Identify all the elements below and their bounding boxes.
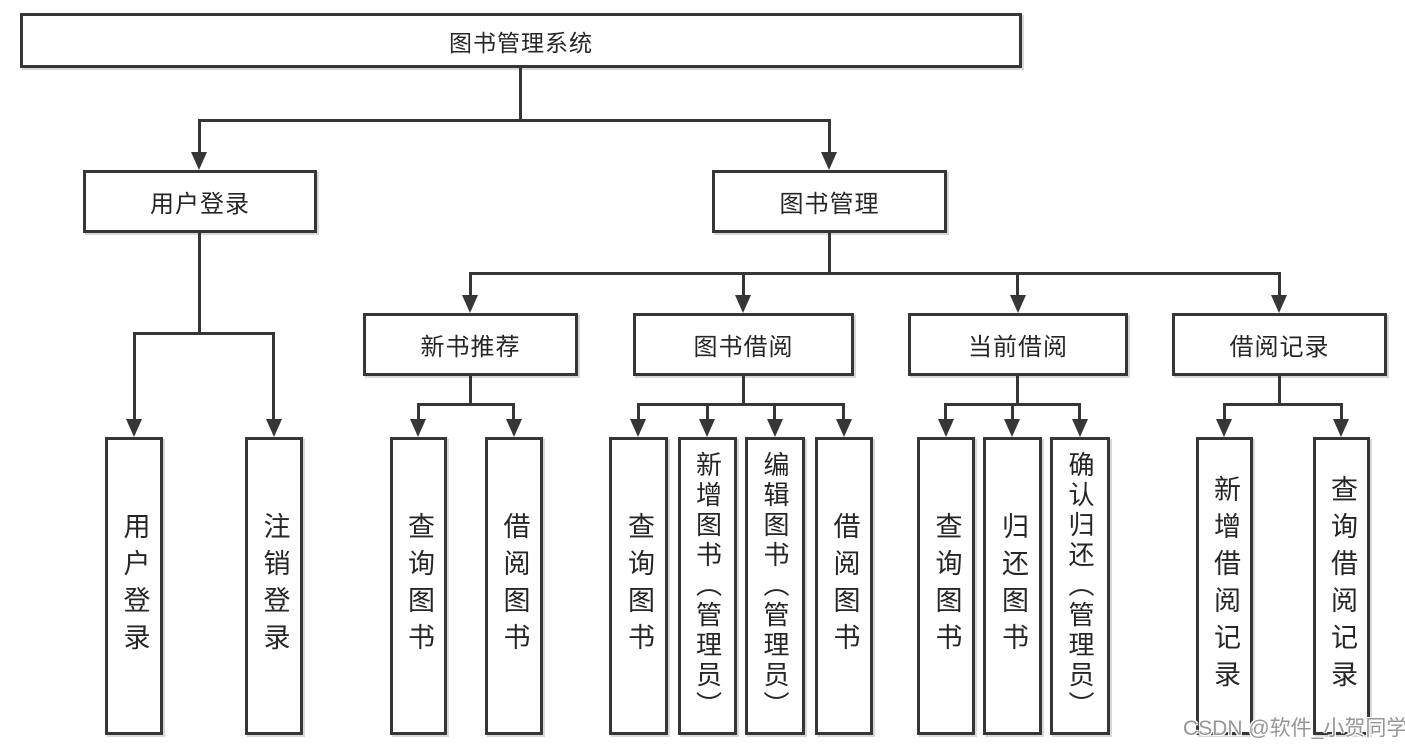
leaf-node-user-login: 用户登录 <box>105 437 163 735</box>
arrowhead-icon <box>1216 419 1232 437</box>
connector-line <box>417 403 515 406</box>
leaf-node-borrow-books-2: 借阅图书 <box>815 437 873 735</box>
csdn-watermark: CSDN @软件_小贺同学 <box>1183 717 1405 740</box>
connector-line <box>1278 376 1281 406</box>
group-node-current-borrowing: 当前借阅 <box>908 313 1128 376</box>
branch-node-book-management: 图书管理 <box>712 170 947 233</box>
arrowhead-icon <box>630 419 646 437</box>
arrowhead-icon <box>836 419 852 437</box>
arrowhead-icon <box>410 419 426 437</box>
arrowhead-icon <box>266 419 282 437</box>
connector-line <box>198 233 201 335</box>
connector-line <box>1011 403 1014 420</box>
connector-line <box>1016 376 1019 406</box>
connector-line <box>637 403 640 420</box>
connector-line <box>828 233 831 275</box>
leaf-node-confirm-return-admin: 确认归还（管理员） <box>1050 437 1110 735</box>
connector-line <box>198 119 201 155</box>
connector-line <box>1340 403 1343 420</box>
leaf-node-query-books-2: 查询图书 <box>609 437 668 735</box>
arrowhead-icon <box>699 419 715 437</box>
arrowhead-icon <box>735 295 751 313</box>
connector-line <box>742 272 745 298</box>
connector-line <box>417 403 420 420</box>
connector-line <box>198 119 831 122</box>
connector-line <box>519 68 522 122</box>
connector-line <box>828 119 831 155</box>
leaf-node-query-books-1: 查询图书 <box>390 437 447 735</box>
group-node-new-book-recommendation: 新书推荐 <box>363 313 578 376</box>
root-node-book-management-system: 图书管理系统 <box>20 13 1022 68</box>
arrowhead-icon <box>506 419 522 437</box>
connector-line <box>842 403 845 420</box>
arrowhead-icon <box>191 152 207 170</box>
branch-node-user-login: 用户登录 <box>83 170 317 233</box>
connector-line <box>272 332 275 421</box>
arrowhead-icon <box>1072 419 1088 437</box>
connector-line <box>133 332 136 421</box>
arrowhead-icon <box>1271 295 1287 313</box>
connector-line <box>1016 272 1019 298</box>
arrowhead-icon <box>126 419 142 437</box>
connector-line <box>512 403 515 420</box>
connector-line <box>469 272 472 298</box>
group-node-book-borrowing: 图书借阅 <box>633 313 854 376</box>
arrowhead-icon <box>1010 295 1026 313</box>
connector-line <box>469 272 1281 275</box>
arrowhead-icon <box>462 295 478 313</box>
connector-line <box>706 403 709 420</box>
connector-line <box>1223 403 1342 406</box>
leaf-node-borrow-books-1: 借阅图书 <box>485 437 543 735</box>
connector-line <box>1078 403 1081 420</box>
arrowhead-icon <box>767 419 783 437</box>
leaf-node-add-books-admin: 新增图书（管理员） <box>678 437 737 735</box>
leaf-node-add-borrow-record: 新增借阅记录 <box>1196 437 1253 735</box>
connector-line <box>773 403 776 420</box>
arrowhead-icon <box>1333 419 1349 437</box>
leaf-node-return-books: 归还图书 <box>983 437 1042 735</box>
group-node-borrowing-records: 借阅记录 <box>1172 313 1387 376</box>
connector-line <box>1278 272 1281 298</box>
connector-line <box>1223 403 1226 420</box>
connector-line <box>637 403 845 406</box>
connector-line <box>742 376 745 406</box>
connector-line <box>469 376 472 406</box>
leaf-node-edit-books-admin: 编辑图书（管理员） <box>745 437 805 735</box>
leaf-node-query-borrow-record: 查询借阅记录 <box>1313 437 1370 735</box>
arrowhead-icon <box>821 152 837 170</box>
arrowhead-icon <box>938 419 954 437</box>
connector-line <box>944 403 947 420</box>
leaf-node-logout: 注销登录 <box>245 437 303 735</box>
connector-line <box>133 332 275 335</box>
arrowhead-icon <box>1004 419 1020 437</box>
leaf-node-query-books-3: 查询图书 <box>917 437 975 735</box>
